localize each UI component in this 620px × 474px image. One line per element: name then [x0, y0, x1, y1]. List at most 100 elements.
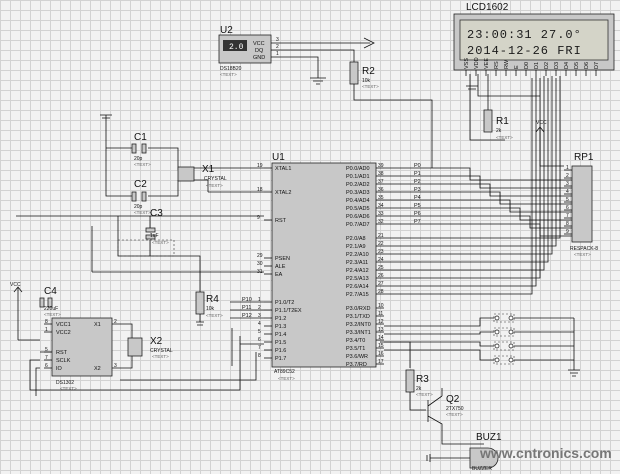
ds1302-pin-number: 5 [45, 347, 48, 353]
vcc-label-rp: VCC [536, 120, 547, 126]
rp1-pin-number: 8 [566, 221, 569, 227]
button-contact [494, 315, 500, 321]
rp1-body[interactable] [571, 165, 593, 243]
p0-wire [384, 215, 572, 229]
u2-pin-dq: DQ [255, 48, 264, 54]
r2-ref: R2 [362, 66, 375, 77]
c2-plate-b[interactable] [141, 191, 147, 202]
lcd-pin-label: RS [494, 61, 500, 69]
u1-right-pins: 39P0.0/AD038P0.1/AD137P0.2/AD236P0.3/AD3… [346, 163, 384, 368]
u1-pin-label: P3.5/T1 [346, 346, 365, 352]
u1-pin-label: P0.0/AD0 [346, 166, 370, 172]
rp1-text: <TEXT> [574, 252, 591, 257]
u1-pin-label: PSEN [275, 256, 290, 262]
c1-plate-b[interactable] [141, 143, 147, 154]
ds1302-ref: DS1302 [56, 380, 74, 386]
x2-body[interactable] [127, 337, 143, 357]
c1-plate-a[interactable] [131, 143, 137, 154]
p0-wire [384, 199, 572, 213]
button-contact [494, 343, 500, 349]
c3-ref: C3 [150, 208, 163, 219]
u1-pin-label: P0.4/AD4 [346, 198, 370, 204]
r3-text: <TEXT> [416, 392, 433, 397]
u1-pin-number: 13 [378, 327, 384, 333]
r3-ref: R3 [416, 374, 429, 385]
c3-plate-a[interactable] [145, 227, 156, 233]
p2-wire [384, 76, 553, 255]
u1-pin-number: 36 [378, 187, 384, 193]
u1-pin-label: P2.2/A10 [346, 252, 369, 258]
button-wire [384, 349, 494, 361]
q2-symbol[interactable] [427, 388, 484, 445]
buzzer-wire [426, 454, 470, 462]
r2-val: 10k [362, 78, 371, 84]
buz1-ref: BUZ1 [476, 432, 502, 443]
u1-pin-number: 11 [378, 311, 383, 317]
p2-wire [384, 76, 545, 271]
ground-symbol-buttons [568, 318, 580, 377]
p0-net-label: P4 [414, 195, 421, 201]
buzzer-body[interactable] [469, 447, 499, 469]
c2-plate-a[interactable] [131, 191, 137, 202]
ds1302-body[interactable] [51, 317, 113, 377]
u1-ref: U1 [272, 152, 285, 163]
u1-pin-number: 30 [257, 261, 263, 267]
r2-body[interactable] [349, 61, 359, 85]
lcd-ref: LCD1602 [466, 2, 509, 13]
p0-wire [384, 207, 572, 221]
p1-net-label: P12 [242, 313, 252, 319]
p0-wire [384, 183, 572, 197]
rp1-pin-number: 5 [566, 197, 569, 203]
ds1302-pin-label: X1 [94, 322, 101, 328]
p0-wire [384, 167, 572, 181]
button-wire [384, 317, 494, 327]
r4-body[interactable] [195, 291, 205, 315]
r1-text: <TEXT> [496, 135, 513, 140]
p0-net-label: P5 [414, 203, 421, 209]
u1-pin-label: XTAL1 [275, 166, 291, 172]
c4-plate-b[interactable] [47, 297, 53, 308]
u2-pinnum-3: 3 [276, 37, 279, 43]
u2-pinnum-1: 1 [276, 51, 279, 57]
x1-body[interactable] [177, 166, 195, 182]
u1-pin-number: 2 [258, 305, 261, 311]
u1-pin-label: P0.1/AD1 [346, 174, 370, 180]
u1-pin-label: P1.5 [275, 340, 286, 346]
u1-pin-label: P0.6/AD6 [346, 214, 370, 220]
u1-pin-label: P3.0/RXD [346, 306, 370, 312]
lcd-pin-label: D1 [534, 62, 540, 69]
ds1302-wires [18, 323, 264, 396]
u1-pin-number: 16 [378, 351, 384, 357]
c4-plate-a[interactable] [39, 297, 45, 308]
r1-body[interactable] [483, 109, 493, 133]
lcd-pin-label: VEE [484, 58, 490, 69]
u1-pin-number: 3 [258, 313, 261, 319]
u1-pin-label: ALE [275, 264, 286, 270]
ds1302-pin-number: 7 [45, 355, 48, 361]
r4-ref: R4 [206, 294, 219, 305]
p2-wire [384, 76, 537, 287]
u2-ds18b20[interactable]: 2.0 U2 VCC DQ GND 3 2 1 DS18B20 <TEXT> [218, 25, 279, 77]
u1-pin-label: XTAL2 [275, 190, 291, 196]
u1-pin-number: 33 [378, 211, 384, 217]
u1-pin-label: P1.4 [275, 332, 286, 338]
r3-body[interactable] [405, 369, 415, 393]
c2-ref: C2 [134, 179, 147, 190]
rp1-pin-number: 4 [566, 189, 569, 195]
u1-pin-number: 6 [258, 337, 261, 343]
u1-pin-number: 23 [378, 249, 384, 255]
button-contact [508, 343, 514, 349]
r4-val: 10k [206, 306, 215, 312]
ground-symbol-u2 [310, 77, 326, 85]
c3-plate-b[interactable] [145, 234, 156, 240]
u1-pin-label: P2.7/A15 [346, 292, 369, 298]
vcc-arrow-u2 [363, 37, 375, 49]
u1-pin-number: 24 [378, 257, 384, 263]
u1-body[interactable] [271, 162, 377, 368]
ds1302-pin-label: SCLK [56, 358, 71, 364]
u2-ref: U2 [220, 25, 233, 36]
p1-net-label: P11 [242, 305, 251, 311]
u1-pin-label: EA [275, 272, 283, 278]
